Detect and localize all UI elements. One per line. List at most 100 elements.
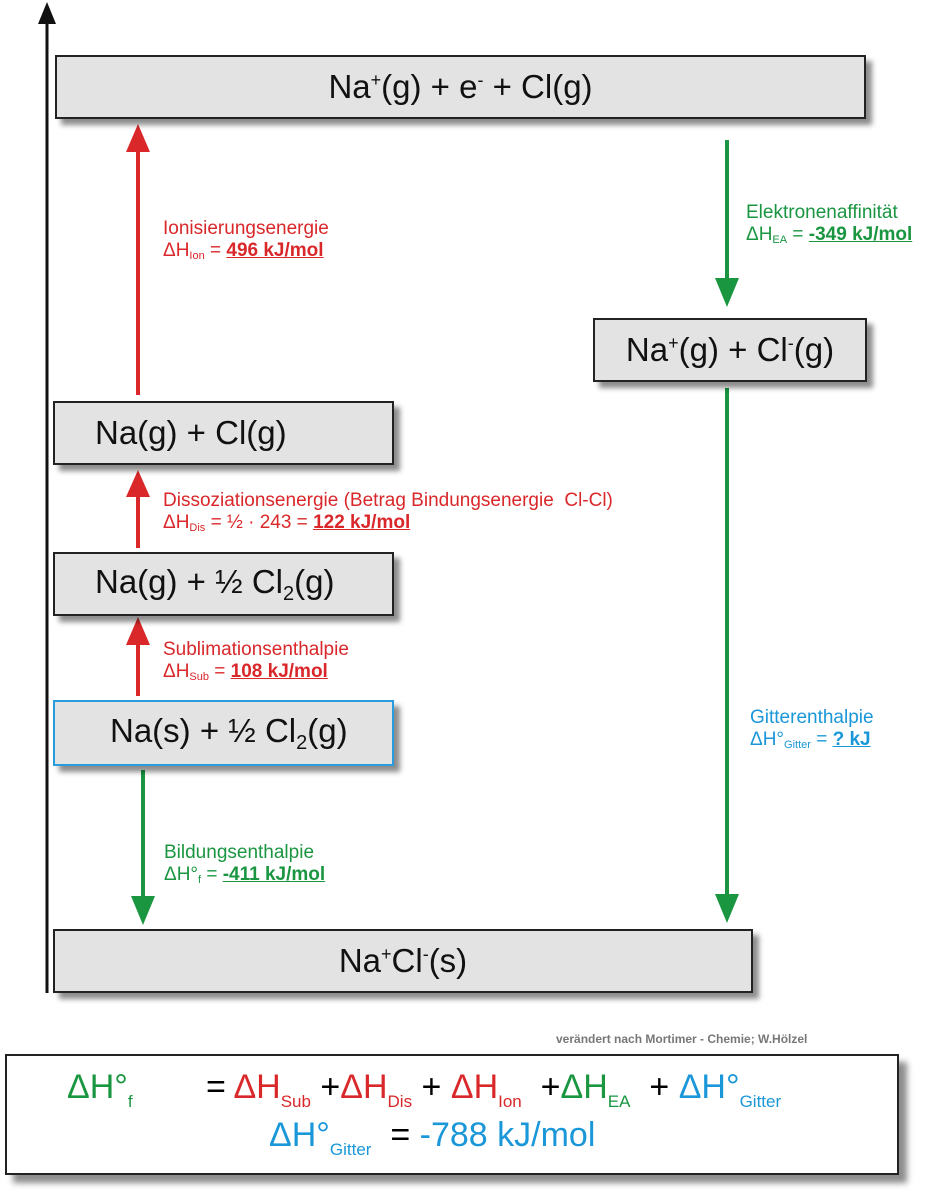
dissociation-label: Dissoziationsenergie (Betrag Bindungsene… bbox=[163, 490, 613, 539]
step-equation: ΔHSub = 108 kJ/mol bbox=[163, 661, 349, 688]
enthalpy-symbol: ΔH bbox=[746, 224, 773, 245]
step-name: Sublimationsenthalpie bbox=[163, 639, 349, 660]
step-equation: ΔHEA = -349 kJ/mol bbox=[746, 224, 912, 251]
enthalpy-symbol: ΔH bbox=[163, 661, 190, 682]
arrows-layer bbox=[38, 2, 739, 993]
ionization-arrow bbox=[126, 124, 150, 395]
enthalpy-symbol: ΔH° bbox=[164, 864, 199, 885]
hess-law-formula-box: ΔH°f = ΔHSub +ΔHDis + ΔHIon +ΔHEA + ΔH°G… bbox=[5, 1054, 899, 1175]
dissociation-term: ΔH bbox=[340, 1068, 388, 1106]
step-equation: ΔHDis = ½ · 243 = 122 kJ/mol bbox=[163, 512, 613, 539]
formation-subscript: f bbox=[127, 1092, 133, 1111]
species: Na bbox=[328, 68, 371, 105]
step-name: Dissoziationsenergie (Betrag Bindungsene… bbox=[163, 490, 613, 511]
result-line: ΔH°Gitter = -788 kJ/mol bbox=[269, 1116, 595, 1160]
level-ions-electron-gas: Na+(g) + e- + Cl(g) bbox=[55, 55, 866, 119]
term-subscript: Gitter bbox=[739, 1092, 782, 1111]
level-gaseous-ions: Na+(g) + Cl-(g) bbox=[593, 318, 867, 382]
species: Na bbox=[338, 942, 381, 979]
enthalpy-subscript: Dis bbox=[189, 522, 206, 534]
species-text: (g) bbox=[294, 562, 335, 600]
charge-superscript: - bbox=[422, 944, 429, 964]
enthalpy-subscript: Sub bbox=[189, 671, 209, 683]
subscript: 2 bbox=[296, 731, 308, 754]
level-text: Na(s) + ½ Cl2(g) bbox=[110, 712, 348, 755]
electron-affinity-label: Elektronenaffinität ΔHEA = -349 kJ/mol bbox=[746, 202, 912, 251]
equals: = bbox=[810, 729, 833, 750]
step-value: -411 kJ/mol bbox=[222, 864, 326, 885]
enthalpy-symbol: ΔH° bbox=[750, 729, 785, 750]
species-text: (g) + e bbox=[381, 68, 478, 105]
charge-superscript: + bbox=[668, 333, 679, 353]
step-name: Elektronenaffinität bbox=[746, 202, 898, 223]
plus-sign: + bbox=[649, 1068, 670, 1106]
formation-label: Bildungsenthalpie ΔH°f = -411 kJ/mol bbox=[164, 842, 325, 891]
species-text: Na(g) + ½ Cl bbox=[95, 562, 283, 600]
enthalpy-symbol: ΔH bbox=[163, 512, 190, 533]
enthalpy-subscript: EA bbox=[772, 234, 788, 246]
formation-arrow bbox=[131, 770, 155, 925]
dissociation-arrow bbox=[126, 470, 150, 548]
enthalpy-symbol: ΔH bbox=[163, 240, 190, 261]
equals-sign: = bbox=[390, 1116, 411, 1154]
enthalpy-subscript: f bbox=[198, 874, 202, 886]
charge-superscript: - bbox=[787, 333, 794, 353]
formula-line: ΔH°f bbox=[67, 1068, 133, 1112]
energy-axis bbox=[38, 2, 56, 993]
species-text: + Cl(g) bbox=[483, 68, 593, 105]
level-text: Na+(g) + Cl-(g) bbox=[626, 331, 834, 369]
charge-superscript: + bbox=[381, 944, 392, 964]
lattice-subscript: Gitter bbox=[329, 1140, 372, 1159]
lattice-term: ΔH° bbox=[678, 1068, 740, 1106]
species-text: (g) bbox=[307, 711, 348, 749]
sublimation-label: Sublimationsenthalpie ΔHSub = 108 kJ/mol bbox=[163, 639, 349, 688]
formation-symbol: ΔH° bbox=[67, 1068, 128, 1106]
species: Na bbox=[625, 331, 669, 368]
equals: = bbox=[787, 224, 809, 245]
level-gaseous-atoms: Na(g) + Cl(g) bbox=[53, 401, 394, 465]
lattice-arrow bbox=[715, 388, 739, 923]
lattice-symbol: ΔH° bbox=[269, 1116, 330, 1154]
step-value: ? kJ bbox=[832, 729, 871, 750]
equals: = bbox=[204, 240, 227, 261]
subscript: 2 bbox=[282, 582, 295, 605]
step-equation: ΔH°Gitter = ? kJ bbox=[750, 729, 874, 756]
level-text: Na+(g) + e- + Cl(g) bbox=[328, 68, 592, 106]
step-name: Bildungsenthalpie bbox=[164, 842, 315, 863]
lattice-label: Gitterenthalpie ΔH°Gitter = ? kJ bbox=[750, 707, 874, 756]
plus-sign: + bbox=[320, 1068, 341, 1106]
step-name: Ionisierungsenergie bbox=[163, 218, 329, 239]
enthalpy-subscript: Gitter bbox=[784, 739, 811, 751]
sublimation-term: ΔH bbox=[233, 1068, 281, 1106]
step-equation: ΔHIon = 496 kJ/mol bbox=[163, 240, 329, 267]
source-credit: verändert nach Mortimer - Chemie; W.Hölz… bbox=[556, 1032, 808, 1046]
species-text: (g) bbox=[793, 331, 835, 368]
term-subscript: Ion bbox=[498, 1092, 522, 1111]
term-subscript: EA bbox=[607, 1092, 631, 1111]
equals: = ½ · 243 = bbox=[205, 512, 314, 533]
plus-sign: + bbox=[421, 1068, 442, 1106]
sublimation-arrow bbox=[126, 617, 150, 696]
step-value: 496 kJ/mol bbox=[226, 240, 324, 261]
equals-sign: = bbox=[206, 1068, 226, 1106]
step-value: 122 kJ/mol bbox=[313, 512, 411, 533]
charge-superscript: - bbox=[477, 70, 484, 90]
step-equation: ΔH°f = -411 kJ/mol bbox=[164, 864, 325, 891]
step-name: Gitterenthalpie bbox=[750, 707, 874, 728]
level-text: Na(g) + ½ Cl2(g) bbox=[95, 563, 334, 606]
lattice-enthalpy-result: -788 kJ/mol bbox=[419, 1116, 596, 1154]
formula-rhs: = ΔHSub +ΔHDis + ΔHIon +ΔHEA + ΔH°Gitter bbox=[206, 1068, 781, 1112]
electron-affinity-term: ΔH bbox=[560, 1068, 608, 1106]
level-text: Na(g) + Cl(g) bbox=[95, 414, 287, 451]
step-value: -349 kJ/mol bbox=[808, 224, 913, 245]
electron-affinity-arrow bbox=[715, 140, 739, 307]
ionization-term: ΔH bbox=[450, 1068, 499, 1106]
species-text: Na(s) + ½ Cl bbox=[110, 711, 297, 749]
ionization-label: Ionisierungsenergie ΔHIon = 496 kJ/mol bbox=[163, 218, 329, 267]
plus-sign: + bbox=[540, 1068, 561, 1106]
species-text: (s) bbox=[428, 942, 468, 979]
enthalpy-subscript: Ion bbox=[189, 250, 205, 262]
level-sodium-chloride: Na+Cl-(s) bbox=[53, 929, 753, 993]
term-subscript: Sub bbox=[280, 1092, 311, 1111]
term-subscript: Dis bbox=[387, 1092, 413, 1111]
